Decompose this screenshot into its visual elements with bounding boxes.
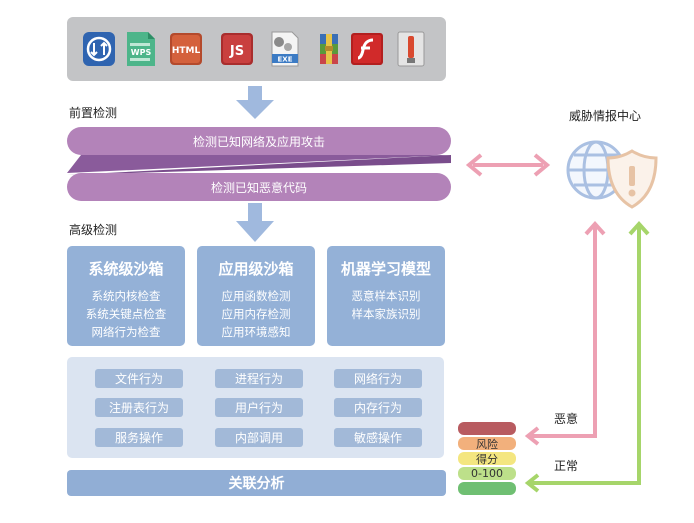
ml-model-box: 机器学习模型 恶意样本识别 样本家族识别: [327, 246, 445, 346]
wps-label: WPS: [131, 48, 152, 57]
wps-icon: WPS: [127, 32, 155, 66]
system-sandbox-line: 系统内核检查: [91, 289, 161, 303]
app-sandbox-title: 应用级沙箱: [218, 260, 294, 278]
app-sandbox-line: 应用环境感知: [221, 325, 291, 339]
down-arrow-middle: [236, 203, 274, 242]
app-sandbox-line: 应用函数检测: [221, 289, 291, 303]
system-sandbox-title: 系统级沙箱: [88, 260, 164, 278]
system-sandbox-box: 系统级沙箱 系统内核检查 系统关键点检查 网络行为检查: [67, 246, 185, 346]
pre-detection-label: 前置检测: [69, 106, 118, 120]
behavior-tag: 注册表行为: [95, 398, 183, 417]
behavior-tag: 网络行为: [334, 369, 422, 388]
behavior-tag: 文件行为: [95, 369, 183, 388]
flash-icon: [351, 33, 383, 65]
known-malware-text: 检测已知恶意代码: [210, 180, 307, 195]
behavior-tag: 用户行为: [215, 398, 303, 417]
score-bar-red: [458, 422, 516, 435]
behavior-tag: 敏感操作: [334, 428, 422, 447]
behavior-tag: 服务操作: [95, 428, 183, 447]
known-malware-pill: 检测已知恶意代码: [67, 173, 451, 201]
bidirectional-arrow: [465, 153, 551, 177]
behavior-panel: 文件行为 进程行为 网络行为 注册表行为 用户行为 内存行为 服务操作 内部调用…: [67, 357, 444, 458]
app-sandbox-box: 应用级沙箱 应用函数检测 应用内存检测 应用环境感知: [197, 246, 315, 346]
warning-shield-icon: [606, 149, 658, 209]
score-score-text: 得分: [476, 452, 498, 466]
archive-icon: [320, 34, 338, 64]
ml-model-line: 样本家族识别: [351, 307, 421, 321]
behavior-tag: 内存行为: [334, 398, 422, 417]
advanced-detection-label: 高级检测: [69, 223, 118, 237]
exe-icon: EXE: [271, 31, 299, 67]
installer-icon: [397, 31, 425, 67]
correlation-analysis-bar: 关联分析: [67, 470, 446, 496]
normal-label: 正常: [554, 459, 579, 473]
exe-label: EXE: [278, 56, 293, 64]
correlation-analysis-text: 关联分析: [228, 476, 285, 492]
behavior-tag: 内部调用: [215, 428, 303, 447]
html-label: HTML: [172, 46, 201, 56]
known-attack-pill: 检测已知网络及应用攻击: [67, 127, 451, 155]
score-range-text: 0-100: [471, 467, 503, 480]
file-type-bar: WPS HTML JS EXE: [67, 17, 446, 81]
html-icon: HTML: [170, 33, 202, 65]
malicious-label: 恶意: [554, 412, 579, 426]
known-attack-text: 检测已知网络及应用攻击: [192, 134, 325, 149]
threat-intel-label: 威胁情报中心: [569, 109, 642, 123]
app-sandbox-line: 应用内存检测: [221, 307, 291, 321]
pre-detection-band: [67, 155, 451, 175]
score-bar-range: 0-100: [458, 467, 516, 480]
globe-icon: [566, 140, 626, 200]
js-label: JS: [229, 44, 244, 59]
down-arrow-top: [236, 86, 274, 119]
score-bar-green: [458, 482, 516, 495]
js-icon: JS: [221, 33, 253, 65]
download-app-icon: [83, 32, 115, 66]
system-sandbox-line: 系统关键点检查: [85, 307, 167, 321]
system-sandbox-line: 网络行为检查: [91, 325, 161, 339]
feedback-arrows: [524, 221, 650, 493]
ml-model-line: 恶意样本识别: [351, 289, 421, 303]
score-risk-text: 风险: [476, 437, 498, 451]
score-bar-score: 得分: [458, 452, 516, 466]
behavior-tag: 进程行为: [215, 369, 303, 388]
ml-model-title: 机器学习模型: [340, 260, 431, 278]
score-bar-risk: 风险: [458, 437, 516, 451]
